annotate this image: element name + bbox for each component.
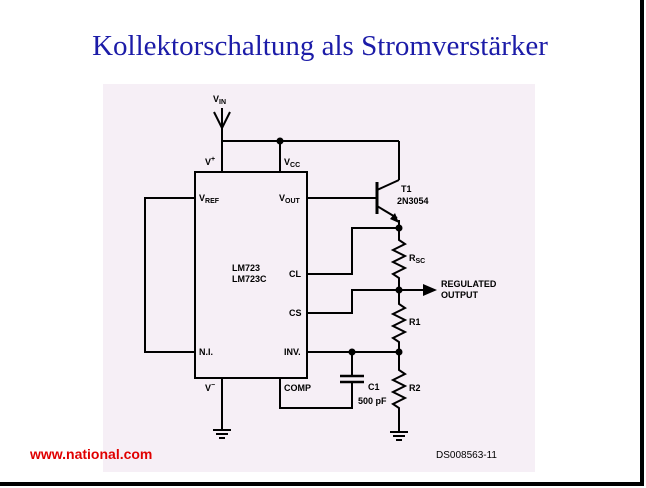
r1-label: R1 [409, 317, 421, 327]
vref-ni-loop [144, 197, 195, 353]
rsc-resistor [390, 228, 408, 290]
transistor-part-label: 2N3054 [397, 196, 429, 206]
transistor-ref-label: T1 [401, 184, 412, 194]
pin-vref-label: VREF [199, 193, 220, 205]
c1-value-label: 500 pF [358, 396, 387, 406]
r1-resistor [390, 290, 408, 352]
pin-cs-label: CS [289, 308, 302, 318]
emitter-arrow [390, 213, 399, 223]
pin-vcc-label: VCC [284, 157, 300, 169]
cl-wire [307, 227, 399, 275]
pin-vminus-label: V− [205, 382, 215, 393]
rsc-label: RSC [409, 253, 425, 265]
slide-title: Kollektorschaltung als Stromverstärker [92, 30, 548, 62]
output-arrow [423, 284, 437, 296]
ic-name-label: LM723 [232, 263, 260, 273]
output-label-line1: REGULATED [441, 279, 497, 289]
comp-wire [279, 378, 353, 409]
cs-wire [307, 289, 399, 314]
r2-resistor [390, 352, 408, 432]
r2-label: R2 [409, 383, 421, 393]
junction-vcc [276, 137, 284, 145]
pin-inv-label: INV. [284, 347, 301, 357]
c1-ref-label: C1 [368, 382, 380, 392]
vin-label: VIN [213, 94, 226, 106]
pin-ni-label: N.I. [199, 347, 213, 357]
ic-variant-label: LM723C [232, 274, 267, 284]
pin-vplus-label: V+ [205, 156, 215, 167]
transistor-collector [376, 179, 400, 191]
source-link[interactable]: www.national.com [30, 446, 153, 462]
output-label-line2: OUTPUT [441, 290, 479, 300]
pin-cl-label: CL [289, 269, 301, 279]
pin-comp-label: COMP [284, 383, 311, 393]
document-id: DS008563-11 [436, 450, 497, 461]
pin-vout-label: VOUT [279, 193, 301, 205]
